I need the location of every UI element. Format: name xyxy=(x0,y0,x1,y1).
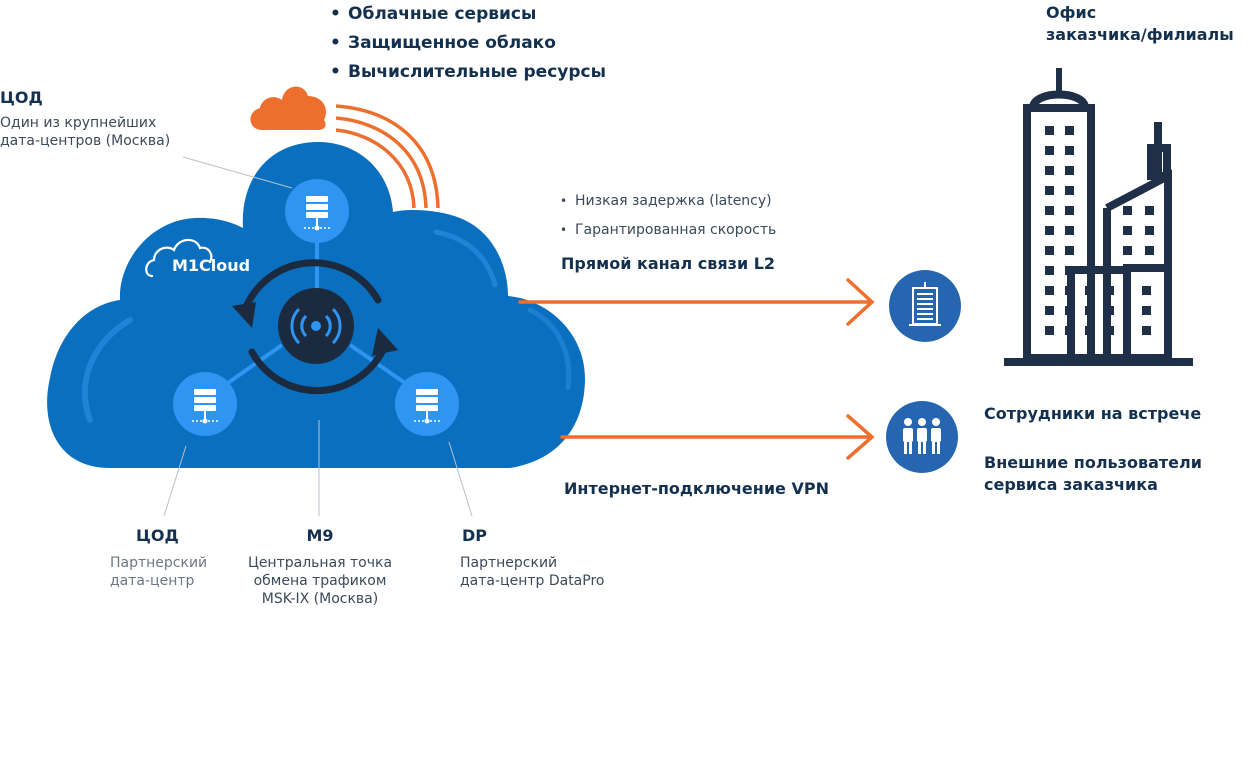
building-window xyxy=(1065,206,1074,215)
users-line-1: Сотрудники на встрече xyxy=(984,404,1202,423)
building-window xyxy=(1065,126,1074,135)
building-window xyxy=(1065,226,1074,235)
building-window xyxy=(1045,186,1054,195)
building-window xyxy=(1105,306,1114,315)
building-window xyxy=(1123,226,1132,235)
building-window xyxy=(1045,146,1054,155)
building-window xyxy=(1085,326,1094,335)
signal-arcs-icon xyxy=(335,104,440,209)
building-window xyxy=(1045,306,1054,315)
list-item: Вычислительные ресурсы xyxy=(330,58,606,87)
node-dp-description: Партнерский дата-центр DataPro xyxy=(460,555,605,589)
server-node-top-icon xyxy=(285,179,349,243)
building-window xyxy=(1142,306,1151,315)
vpn-title: Интернет-подключение VPN xyxy=(564,479,829,498)
node-m9-title: M9 xyxy=(306,526,334,545)
l2-title: Прямой канал связи L2 xyxy=(561,254,776,273)
building-window xyxy=(1123,206,1132,215)
building-window xyxy=(1045,286,1054,295)
vpn-arrow-icon xyxy=(560,414,875,460)
node-m9-description: Центральная точка обмена трафиком MSK-IX… xyxy=(247,555,393,607)
building-window xyxy=(1145,226,1154,235)
building-window xyxy=(1065,326,1074,335)
l2-arrow-icon xyxy=(518,278,875,326)
office-buildings-icon xyxy=(1004,68,1193,366)
node-cod-title: ЦОД xyxy=(136,526,179,545)
building-window xyxy=(1045,246,1054,255)
cod-top-description: Один из крупнейших дата-центров (Москва) xyxy=(0,115,171,149)
m1cloud-logo-icon xyxy=(145,238,213,278)
building-window xyxy=(1105,286,1114,295)
building-window xyxy=(1145,206,1154,215)
m9-hub-icon xyxy=(278,288,354,364)
building-window xyxy=(1045,166,1054,175)
building-window xyxy=(1142,326,1151,335)
building-window xyxy=(1065,266,1074,275)
server-node-right-icon xyxy=(395,372,459,436)
building-window xyxy=(1142,286,1151,295)
orange-cloud-icon xyxy=(250,86,327,130)
building-window xyxy=(1065,286,1074,295)
office-title: Офис заказчика/филиалы xyxy=(1046,3,1234,44)
list-item: Гарантированная скорость xyxy=(560,216,776,245)
building-window xyxy=(1045,326,1054,335)
building-window xyxy=(1045,126,1054,135)
building-window xyxy=(1085,306,1094,315)
node-dp-title: DP xyxy=(462,526,488,545)
building-window xyxy=(1123,246,1132,255)
server-node-left-icon xyxy=(173,372,237,436)
building-window xyxy=(1145,246,1154,255)
cloud-services-list: Облачные сервисы Защищенное облако Вычис… xyxy=(330,0,606,87)
node-cod-description: Партнерский дата-центр xyxy=(110,555,208,589)
list-item: Облачные сервисы xyxy=(330,0,606,29)
building-window xyxy=(1065,166,1074,175)
users-circle-icon xyxy=(886,401,958,473)
users-line-2: Внешние пользователи сервиса заказчика xyxy=(984,453,1202,494)
building-window xyxy=(1065,246,1074,255)
rotation-arrows-icon xyxy=(240,259,388,395)
building-window xyxy=(1065,186,1074,195)
building-window xyxy=(1065,306,1074,315)
m1cloud-brand: M1Cloud xyxy=(172,256,251,275)
building-window xyxy=(1085,286,1094,295)
list-item: Низкая задержка (latency) xyxy=(560,187,776,216)
office-circle-icon xyxy=(889,270,961,342)
building-window xyxy=(1045,226,1054,235)
building-window xyxy=(1105,326,1114,335)
building-window xyxy=(1065,146,1074,155)
cod-top-title: ЦОД xyxy=(0,88,43,107)
l2-features-list: Низкая задержка (latency) Гарантированна… xyxy=(560,187,776,245)
building-window xyxy=(1045,206,1054,215)
building-window xyxy=(1045,266,1054,275)
list-item: Защищенное облако xyxy=(330,29,606,58)
